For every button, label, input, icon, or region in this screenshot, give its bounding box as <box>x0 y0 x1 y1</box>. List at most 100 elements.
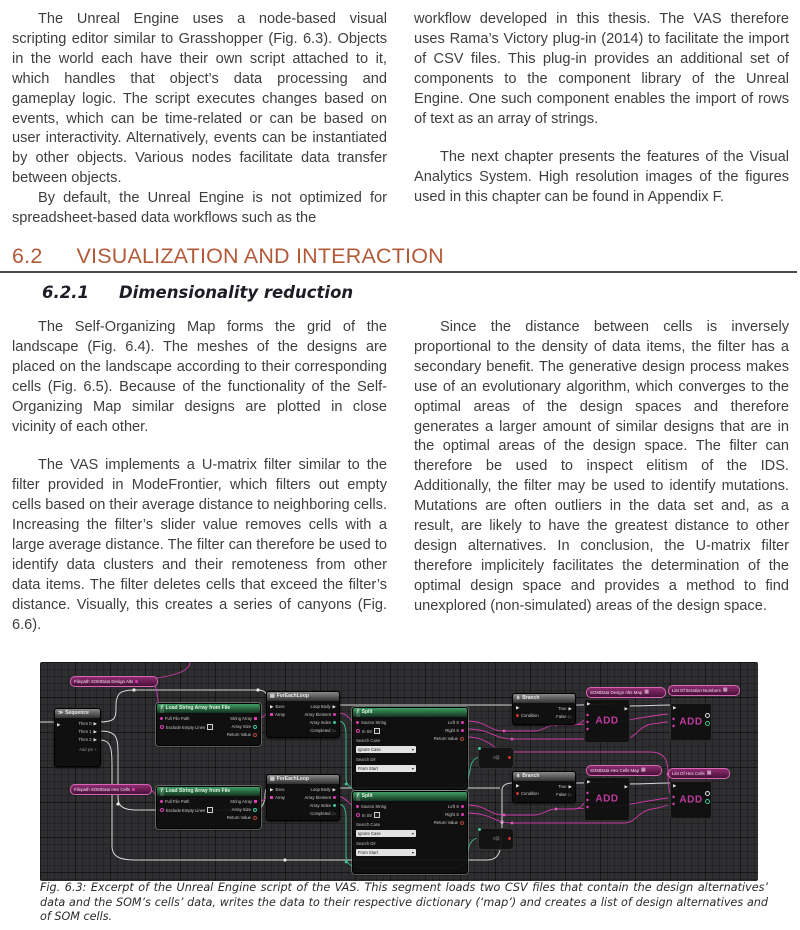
exec-out-pin: ▶ <box>568 705 572 711</box>
search-case-label: Search Case <box>356 822 381 827</box>
bool-pin-icon <box>253 815 257 820</box>
bool-pin-icon <box>516 792 519 795</box>
string-pin-icon <box>356 813 360 817</box>
paragraph: workflow developed in this thesis. The V… <box>414 11 789 127</box>
array-pin-icon <box>254 717 257 720</box>
sequence-icon: ≫ <box>58 710 64 716</box>
sequence-node: ≫Sequence ▶ Then 0▶ Then 1▶ Then 2▶ Add … <box>54 708 101 767</box>
array-input-pins: ◆◆ <box>672 716 676 728</box>
add-pin-row: Add pin + <box>79 747 97 752</box>
exec-in-pin: ▶ <box>673 783 677 788</box>
checkbox <box>374 812 381 818</box>
variable-node-filepath-design-alts: Filepath SOMData Design Alts <box>70 676 158 687</box>
section-heading: 6.2 VISUALIZATION AND INTERACTION <box>12 244 444 269</box>
exec-out-pin: ▷ <box>568 791 572 797</box>
exec-in-pin: ▶ <box>516 783 520 788</box>
bool-pin-icon <box>253 732 257 737</box>
string-pin-icon <box>461 729 464 732</box>
variable-label: Filepath SOMData Design Alts <box>74 679 134 684</box>
bool-pin-icon <box>460 820 464 825</box>
string-pin-icon <box>356 729 360 733</box>
search-case-dropdown: Ignore Case▾ <box>356 830 416 837</box>
variable-node-map-hex-cells: SOMData Hex Cells Map▦ <box>586 765 662 776</box>
paragraph: The next chapter presents the features o… <box>414 149 789 206</box>
branch-icon: ⋔ <box>516 773 521 779</box>
search-dir-label: Search Dir <box>356 757 376 762</box>
intro-text-block: The Unreal Engine uses a node-based visu… <box>12 10 790 229</box>
exec-out-pin: ▶ <box>332 786 336 792</box>
branch-icon: ⋔ <box>516 695 521 701</box>
int-pin-icon <box>478 747 481 750</box>
variable-label: SOMData Design Alts Map <box>590 690 643 695</box>
exec-in-pin: ▶ <box>57 722 61 727</box>
paragraph: The Self-Organizing Map forms the grid o… <box>12 319 387 435</box>
exec-out-pin: ▶ <box>93 720 97 726</box>
array-pin-icon <box>254 800 257 803</box>
add-label: ADD <box>595 715 619 727</box>
convert-icon: ○⊡ <box>492 836 500 842</box>
array-pin-icon <box>270 796 273 799</box>
map-pin-icon: ▦ <box>641 767 646 773</box>
subsection-number: 6.2.1 <box>42 283 89 302</box>
string-pin-icon <box>160 717 163 720</box>
add-to-array-node: ▶ ◆◆ ADD <box>670 703 712 741</box>
checkbox <box>207 724 214 730</box>
loop-icon: ▤ <box>270 693 275 699</box>
add-label: ADD <box>679 794 703 806</box>
paragraph: Since the distance between cells is inve… <box>414 319 789 614</box>
exec-in-pin: ▶ <box>673 705 677 710</box>
subsection-heading: 6.2.1 Dimensionality reduction <box>42 283 353 302</box>
variable-label: Filepath SOMData Hex Cells <box>74 787 131 792</box>
output-pins <box>705 713 710 726</box>
add-to-map-node: ▶ ▶ ◆◆◆ ADD <box>584 699 630 743</box>
map-input-pins: ◆◆◆ <box>586 790 590 809</box>
add-to-map-node: ▶ ▶ ◆◆◆ ADD <box>584 777 630 821</box>
string-pin-icon <box>132 788 136 791</box>
function-icon: f <box>160 704 164 713</box>
function-icon: f <box>356 792 360 801</box>
pin-icon <box>508 837 511 840</box>
paragraph: By default, the Unreal Engine is not opt… <box>12 190 387 227</box>
exec-out-pin: ▶ <box>624 706 628 711</box>
wire-layer <box>40 662 672 869</box>
body-column-right: Since the distance between cells is inve… <box>414 318 789 636</box>
exec-out-pin: ▷ <box>332 727 336 733</box>
exec-out-pin: ▶ <box>332 703 336 709</box>
int-pin-icon <box>333 721 336 724</box>
exec-out-pin: ▶ <box>93 728 97 734</box>
map-pin-icon: ▦ <box>644 689 649 695</box>
intro-column-left: The Unreal Engine uses a node-based visu… <box>12 10 387 229</box>
exec-in-pin: ▶ <box>587 779 591 784</box>
int-pin-icon <box>333 804 336 807</box>
array-input-pins: ◆◆ <box>672 794 676 806</box>
string-pin-icon <box>160 800 163 803</box>
chevron-down-icon: ▾ <box>411 831 414 836</box>
pin-icon <box>508 756 511 759</box>
body-text-block: The Self-Organizing Map forms the grid o… <box>12 318 790 636</box>
bool-pin-icon <box>460 736 464 741</box>
search-dir-dropdown: From Start▾ <box>356 765 416 772</box>
exec-in-pin: ▶ <box>516 705 520 710</box>
section-number: 6.2 <box>12 244 43 268</box>
exec-in-pin: ▶ <box>270 703 274 709</box>
bool-pin-icon <box>516 714 519 717</box>
node-header: ≫Sequence <box>55 709 100 718</box>
conversion-node: ○⊡ <box>478 747 514 769</box>
variable-node-list-iteration-numbers: List Of Iteration Numbers▦ <box>668 685 740 696</box>
node-header: ⋔Branch <box>513 772 575 781</box>
search-case-dropdown: Ignore Case▾ <box>356 746 416 753</box>
variable-label: SOMData Hex Cells Map <box>590 768 640 773</box>
foreach-loop-node: ▤ForEachLoop ▶Exec Array Loop Body▶ Arra… <box>266 691 340 738</box>
search-case-label: Search Case <box>356 738 381 743</box>
variable-label: List Of Iteration Numbers <box>672 688 721 693</box>
convert-icon: ○⊡ <box>492 755 500 761</box>
foreach-loop-node: ▤ForEachLoop ▶Exec Array Loop Body▶ Arra… <box>266 774 340 821</box>
array-pin-icon: ▦ <box>706 770 712 776</box>
exec-in-pin: ▶ <box>270 786 274 792</box>
